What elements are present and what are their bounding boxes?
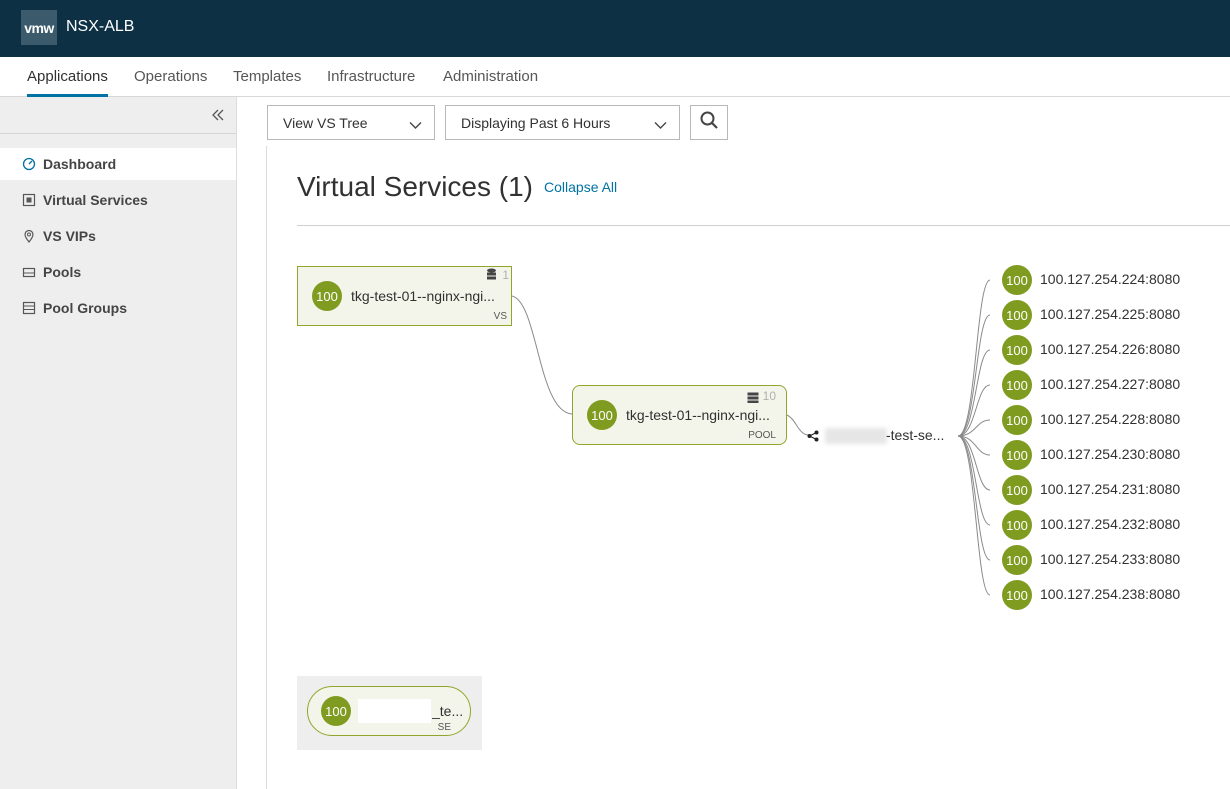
- chevron-down-icon: [654, 117, 667, 133]
- health-score-badge: 100: [1002, 510, 1032, 540]
- time-range-select[interactable]: Displaying Past 6 Hours: [445, 105, 680, 140]
- health-score-badge: 100: [1002, 335, 1032, 365]
- sidebar-item-label: Dashboard: [43, 156, 117, 172]
- title-divider: [297, 225, 1230, 226]
- health-score-badge: 100: [321, 696, 351, 726]
- app-name: NSX-ALB: [66, 18, 135, 35]
- search-icon: [699, 110, 719, 135]
- map-pin-icon: [22, 229, 36, 243]
- sidebar-item-pools[interactable]: Pools: [0, 256, 236, 288]
- redacted-network-name: [825, 428, 887, 444]
- page-title: Virtual Services (1): [297, 171, 534, 202]
- pool-icon: [22, 265, 36, 279]
- node-type-label: VS: [493, 311, 507, 322]
- top-header: vmw NSX-ALB: [0, 0, 1230, 57]
- virtual-service-icon: [22, 193, 36, 207]
- node-type-label: SE: [437, 722, 451, 733]
- health-score-badge: 100: [1002, 440, 1032, 470]
- server-address: 100.127.254.228:8080: [1040, 411, 1181, 427]
- health-score-badge: 100: [1002, 580, 1032, 610]
- server-address: 100.127.254.227:8080: [1040, 376, 1181, 392]
- sidebar-item-label: Pools: [43, 264, 82, 280]
- dashboard-icon: [22, 157, 36, 171]
- view-select[interactable]: View VS Tree: [267, 105, 435, 140]
- database-icon: [486, 268, 497, 286]
- server-connector: [957, 435, 991, 596]
- pool-node[interactable]: 100 tkg-test-01--nginx-ngi... POOL 10: [572, 385, 787, 445]
- service-engine-node[interactable]: 100 _te... SE: [307, 686, 471, 736]
- tab-operations[interactable]: Operations: [134, 68, 208, 85]
- sidebar-item-vs-vips[interactable]: VS VIPs: [0, 220, 236, 252]
- tree-connectors: [511, 279, 991, 596]
- health-score-badge: 100: [1002, 265, 1032, 295]
- virtual-service-node[interactable]: 100 tkg-test-01--nginx-ngi... VS 1: [297, 266, 512, 326]
- server-stack-icon: [747, 390, 759, 408]
- view-select-value: View VS Tree: [283, 114, 368, 131]
- collapse-all-link[interactable]: Collapse All: [544, 179, 618, 195]
- health-score-badge: 100: [1002, 405, 1032, 435]
- sidebar-collapse-icon[interactable]: [211, 106, 225, 127]
- sidebar: Dashboard Virtual Services VS VIPs Pools…: [0, 97, 237, 789]
- sidebar-item-dashboard[interactable]: Dashboard: [0, 148, 236, 180]
- health-score-badge: 100: [1002, 300, 1032, 330]
- server-address: 100.127.254.224:8080: [1040, 271, 1181, 287]
- server-address: 100.127.254.232:8080: [1040, 516, 1181, 532]
- time-range-value: Displaying Past 6 Hours: [461, 114, 611, 131]
- search-button[interactable]: [690, 105, 728, 140]
- chevron-down-icon: [409, 117, 422, 133]
- server-connector: [957, 435, 991, 491]
- sidebar-item-virtual-services[interactable]: Virtual Services: [0, 184, 236, 216]
- share-network-icon: [807, 429, 819, 447]
- health-score-badge: 100: [312, 281, 342, 311]
- health-score-badge: 100: [1002, 370, 1032, 400]
- sidebar-item-pool-groups[interactable]: Pool Groups: [0, 292, 236, 324]
- service-engine-panel: 100 _te... SE: [297, 676, 482, 750]
- sidebar-divider: [0, 133, 236, 134]
- server-connector: [957, 349, 991, 437]
- service-engine-name: _te...: [432, 703, 464, 719]
- server-address: 100.127.254.231:8080: [1040, 481, 1181, 497]
- network-name[interactable]: -test-se...: [886, 427, 945, 443]
- health-score-badge: 100: [1002, 545, 1032, 575]
- tab-administration[interactable]: Administration: [443, 68, 539, 85]
- server-connector: [957, 314, 991, 437]
- health-score-badge: 100: [587, 400, 617, 430]
- server-connector: [957, 384, 991, 437]
- pool-name: tkg-test-01--nginx-ngi...: [626, 407, 770, 423]
- tab-templates[interactable]: Templates: [233, 68, 302, 85]
- tab-infrastructure[interactable]: Infrastructure: [327, 68, 416, 85]
- virtual-service-name: tkg-test-01--nginx-ngi...: [351, 288, 495, 304]
- server-connector: [957, 279, 991, 437]
- tab-applications[interactable]: Applications: [27, 68, 108, 97]
- node-type-label: POOL: [748, 430, 776, 441]
- main-nav: Applications Operations Templates Infras…: [0, 57, 1230, 97]
- server-address: 100.127.254.226:8080: [1040, 341, 1181, 357]
- sidebar-item-label: Pool Groups: [43, 300, 127, 316]
- server-connector: [957, 435, 991, 526]
- content-divider: [266, 146, 267, 789]
- sidebar-item-label: VS VIPs: [43, 228, 96, 244]
- vmware-logo: vmw: [21, 10, 57, 45]
- server-connector: [957, 419, 991, 437]
- main-content: View VS Tree Displaying Past 6 Hours Vir…: [238, 97, 1230, 789]
- server-address: 100.127.254.225:8080: [1040, 306, 1181, 322]
- server-address: 100.127.254.233:8080: [1040, 551, 1181, 567]
- redacted-se-name: [358, 699, 431, 723]
- server-address: 100.127.254.230:8080: [1040, 446, 1181, 462]
- sidebar-item-label: Virtual Services: [43, 192, 148, 208]
- server-address: 100.127.254.238:8080: [1040, 586, 1181, 602]
- pool-groups-icon: [22, 301, 36, 315]
- health-score-badge: 100: [1002, 475, 1032, 505]
- vs-count: 1: [502, 268, 509, 282]
- server-count: 10: [762, 389, 776, 403]
